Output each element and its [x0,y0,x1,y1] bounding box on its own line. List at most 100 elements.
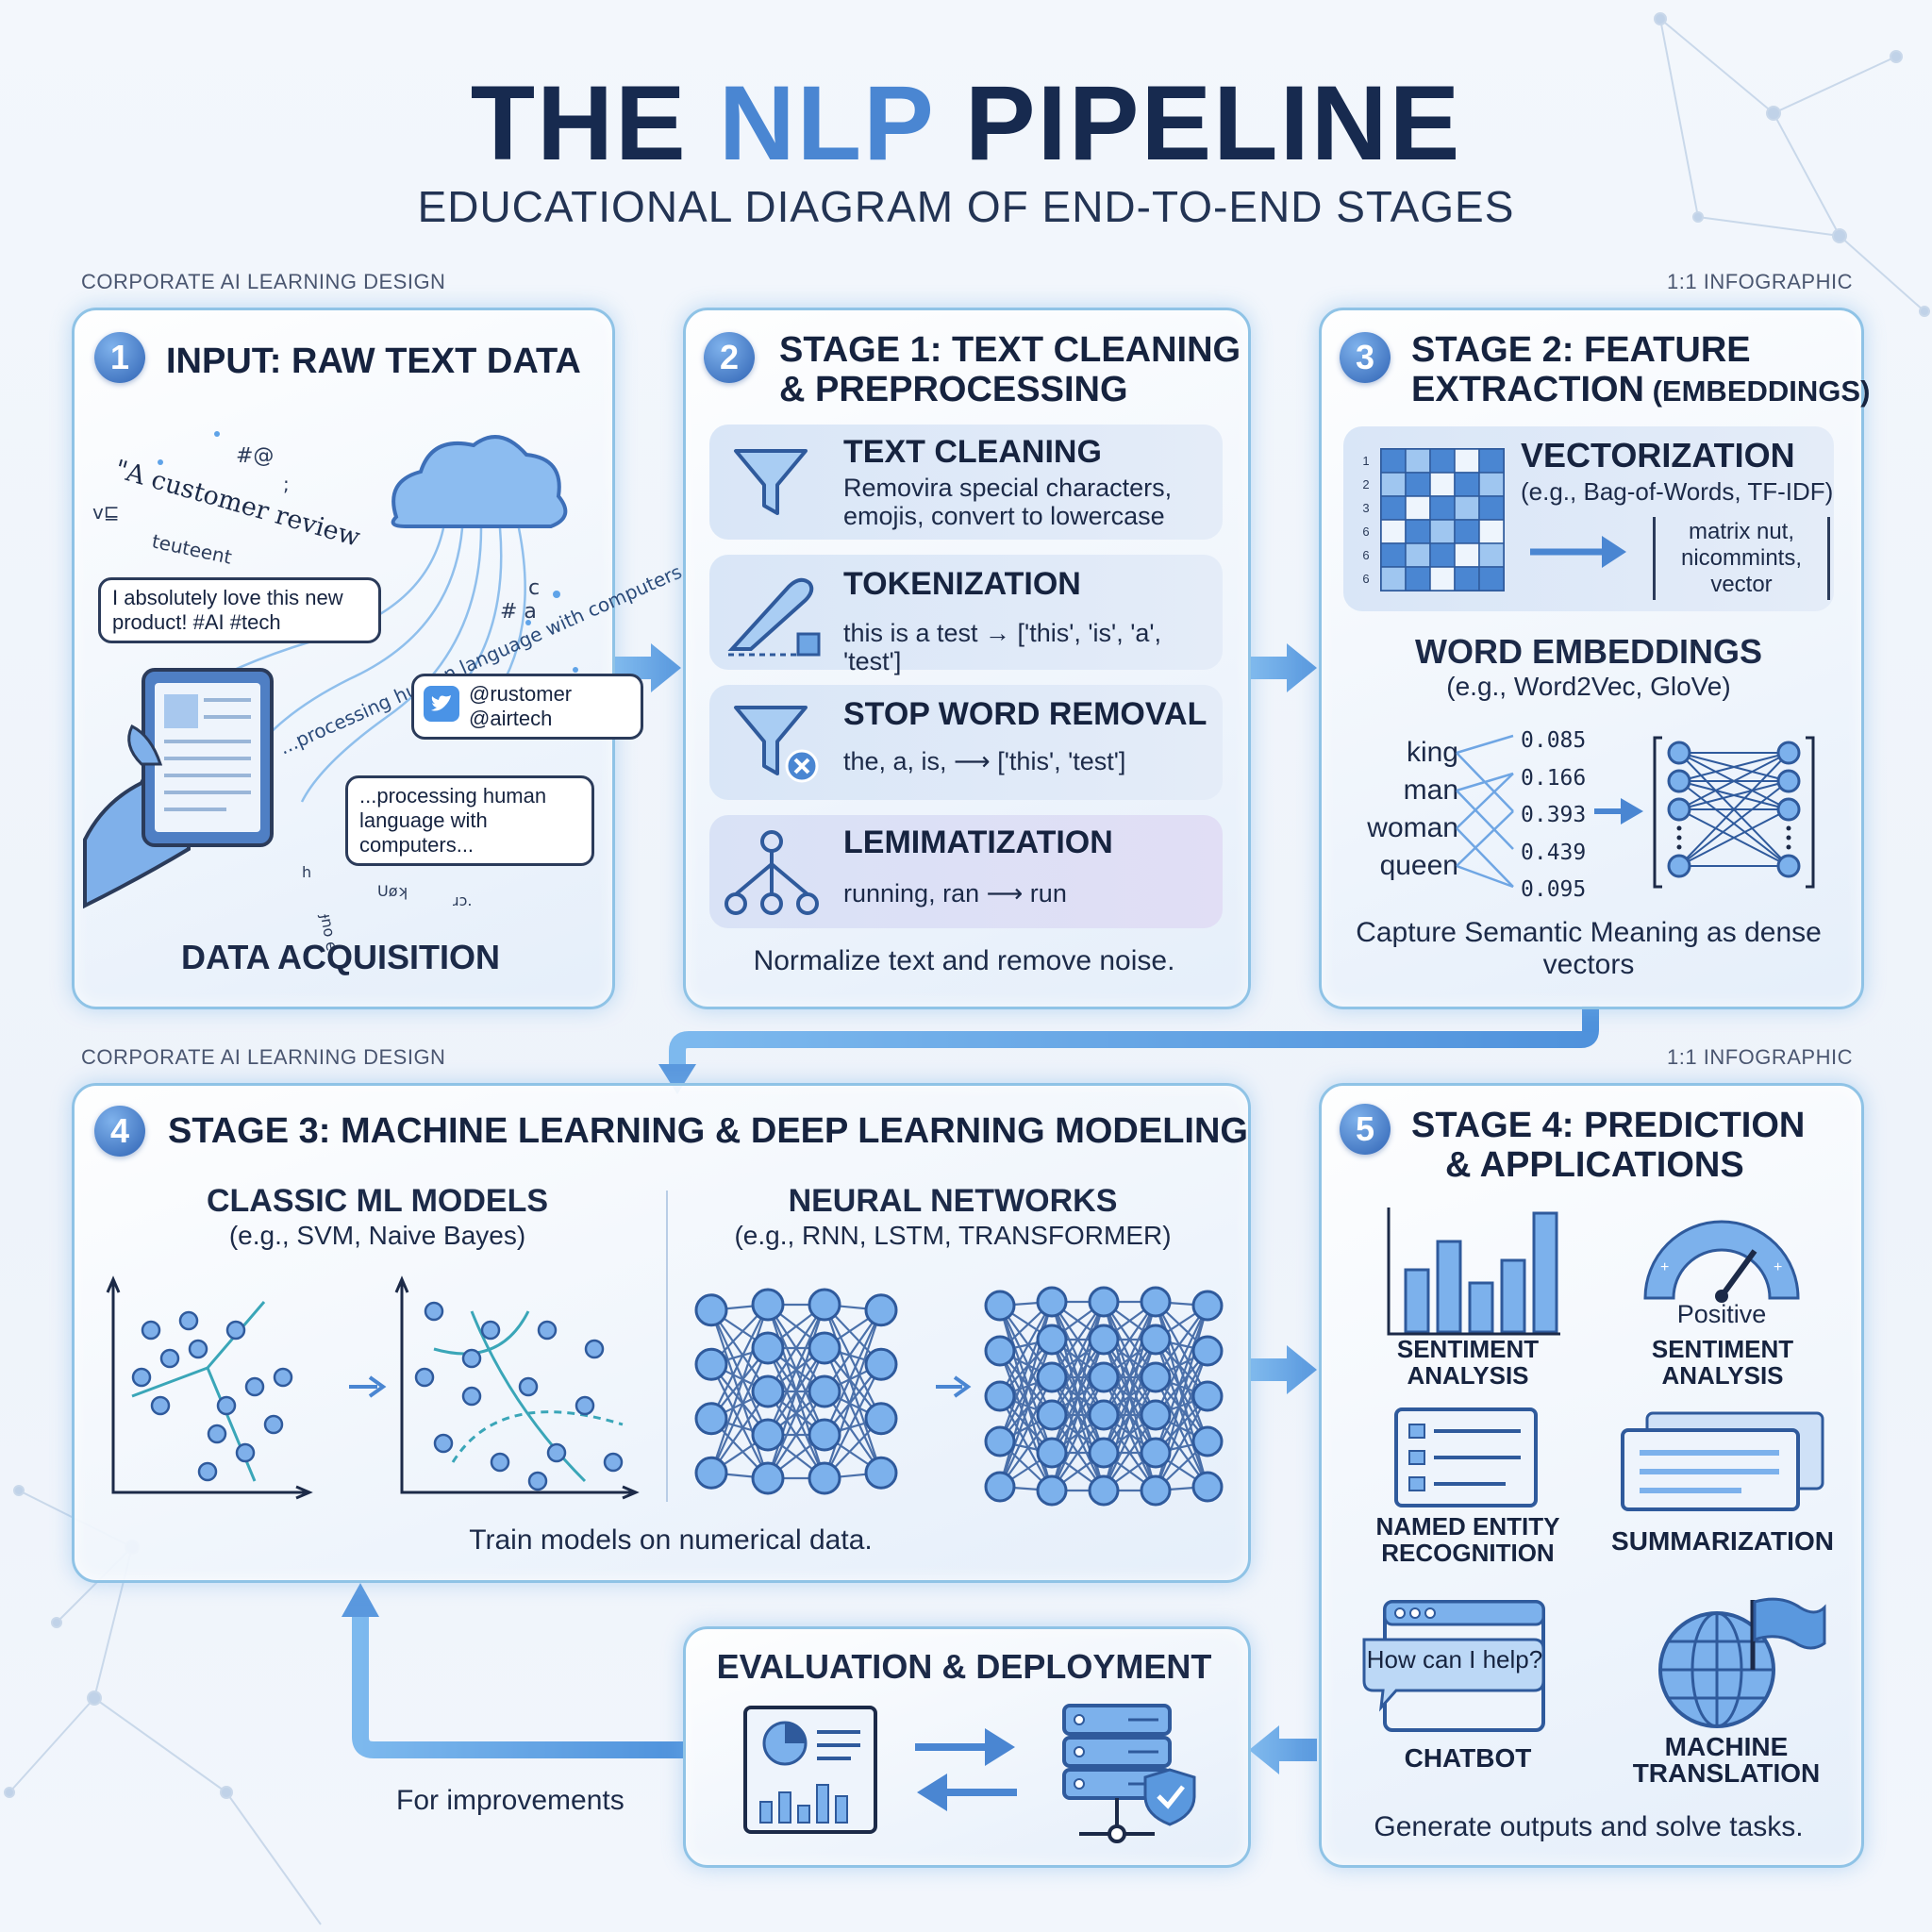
funnel-remove-icon [734,706,819,783]
panel-5-title: STAGE 4: PREDICTION& APPLICATIONS [1411,1106,1806,1185]
svg-text:Uøʞ: Uøʞ [377,882,408,900]
svg-text:#@: #@ [236,444,274,468]
embedding-network-icon [1653,736,1815,889]
funnel-icon [734,449,808,515]
classic-ml-plots [106,1275,640,1500]
svg-text:+: + [1774,1259,1782,1275]
panel-1-title: INPUT: RAW TEXT DATA [166,341,581,381]
chatbot-prompt: How can I help? [1366,1645,1543,1674]
chatbot-window-icon [1362,1600,1545,1732]
svg-text:;: ; [283,473,290,495]
app-summarization: SUMMARIZATION [1611,1526,1834,1556]
page-title: THE NLP PIPELINE [470,64,1462,182]
matrix-grid-icon [1380,448,1505,591]
svg-text:teuteent: teuteent [150,529,234,568]
panel-2-footer: Normalize text and remove noise. [753,945,1175,976]
tokenization-heading: TOKENIZATION [843,566,1081,602]
cleaning-step-tokenization [709,555,1223,670]
tree-hierarchy-icon [724,830,819,915]
corner-label-mid-left: CORPORATE AI LEARNING DESIGN [81,1045,446,1069]
text-cleaning-desc: Removira special characters, emojis, con… [843,474,1173,530]
panel-feature-extraction [1319,308,1864,1009]
globe-flag-icon [1658,1597,1826,1728]
arrow-3-to-4 [669,1006,1599,1066]
vector-output: matrix nut, nicommints, vector [1653,517,1830,600]
word-embeddings-sub: (e.g., Word2Vec, GloVe) [1446,672,1731,701]
panel-1-footer: DATA ACQUISITION [181,938,500,976]
app-sentiment-analysis-2: SENTIMENT ANALYSIS [1651,1335,1794,1390]
svg-text:v⊑: v⊑ [92,501,120,524]
gauge-positive-label: Positive [1676,1300,1767,1328]
panel-3-footer: Capture Semantic Meaning as dense vector… [1356,917,1822,980]
lemmatization-heading: LEMIMATIZATION [843,824,1113,860]
word-woman: woman [1367,812,1458,843]
step-badge-4: 4 [94,1106,145,1157]
page-subtitle: EDUCATIONAL DIAGRAM OF END-TO-END STAGES [417,182,1515,231]
gauge-icon: ++ [1643,1220,1800,1303]
step-badge-1: 1 [94,332,145,383]
panel-2-title: STAGE 1: TEXT CLEANING& PREPROCESSING [779,330,1241,409]
feedback-loop-label: For improvements [396,1785,625,1816]
embedding-words: king man woman queen [1340,734,1458,885]
swap-arrows-icon [915,1728,1017,1811]
social-post-bubble: I absolutely love this new product! #AI … [98,577,381,643]
corner-label-top-left: CORPORATE AI LEARNING DESIGN [81,270,446,293]
panel-input-raw-text [72,308,615,1009]
bar-chart-icon [1387,1208,1560,1336]
word-king: king [1406,737,1458,768]
svg-text:"A customer review: "A customer review [111,455,363,553]
neural-network-diagrams [694,1286,1224,1507]
word-queen: queen [1379,850,1458,881]
step-badge-5: 5 [1340,1104,1391,1155]
twitter-bird-icon [424,686,459,722]
stop-word-heading: STOP WORD REMOVAL [843,696,1208,732]
vectorization-heading: VECTORIZATION [1521,436,1795,475]
arrow-1-to-2 [613,643,681,692]
corner-label-mid-right: 1:1 INFOGRAPHIC [1667,1045,1853,1069]
arrow-5-to-6 [1249,1725,1317,1774]
entity-list-icon [1394,1407,1538,1507]
report-dashboard-icon [743,1706,877,1834]
svg-text:c: c [528,576,540,600]
arrow-4-to-5 [1249,1345,1317,1394]
server-shield-icon [1062,1704,1196,1843]
app-machine-translation: MACHINE TRANSLATION [1632,1732,1821,1788]
classic-ml-heading: CLASSIC ML MODELS [206,1183,549,1219]
corner-label-top-right: 1:1 INFOGRAPHIC [1667,270,1853,293]
text-cleaning-heading: TEXT CLEANING [843,434,1102,470]
knife-icon [727,577,821,657]
svg-text:+: + [1660,1259,1669,1275]
app-chatbot: CHATBOT [1404,1743,1532,1773]
feedback-loop-arrow [352,1615,683,1758]
twitter-handle-bubble: @rustomer @airtech [411,674,643,740]
arrow-2-to-3 [1249,643,1317,692]
arrow-right-small-icon [1594,798,1643,824]
lemmatization-desc: running, ran ⟶ run [843,879,1067,908]
handle-1: @rustomer [469,682,573,706]
step-badge-3: 3 [1340,332,1391,383]
word-man: man [1403,774,1458,806]
message-bubble: ...processing human language with comput… [345,775,594,866]
evaluation-title: EVALUATION & DEPLOYMENT [716,1647,1212,1686]
tablet-hand-icon [83,668,274,909]
stop-word-desc: the, a, is, ⟶ ['this', 'test'] [843,747,1126,775]
vectorization-sub: (e.g., Bag-of-Words, TF-IDF) [1521,477,1834,506]
arrow-right-icon [1530,536,1626,568]
tokenization-desc: this is a test → ['this', 'is', 'a', 'te… [843,619,1162,675]
classic-ml-sub: (e.g., SVM, Naive Bayes) [228,1221,526,1250]
documents-icon [1621,1411,1824,1511]
word-embeddings-heading: WORD EMBEDDINGS [1415,632,1762,671]
svg-text:ɹɔ.: ɹɔ. [453,891,473,909]
panel-4-title: STAGE 3: MACHINE LEARNING & DEEP LEARNIN… [168,1111,1248,1151]
handle-2: @airtech [469,707,553,730]
neural-networks-sub: (e.g., RNN, LSTM, TRANSFORMER) [734,1221,1172,1250]
section-divider [666,1191,668,1502]
step-badge-2: 2 [704,332,755,383]
embedding-links [1456,734,1514,889]
app-named-entity-recognition: NAMED ENTITY RECOGNITION [1375,1512,1560,1567]
cleaning-step-lemmatization [709,815,1223,928]
panel-4-footer: Train models on numerical data. [469,1524,873,1556]
